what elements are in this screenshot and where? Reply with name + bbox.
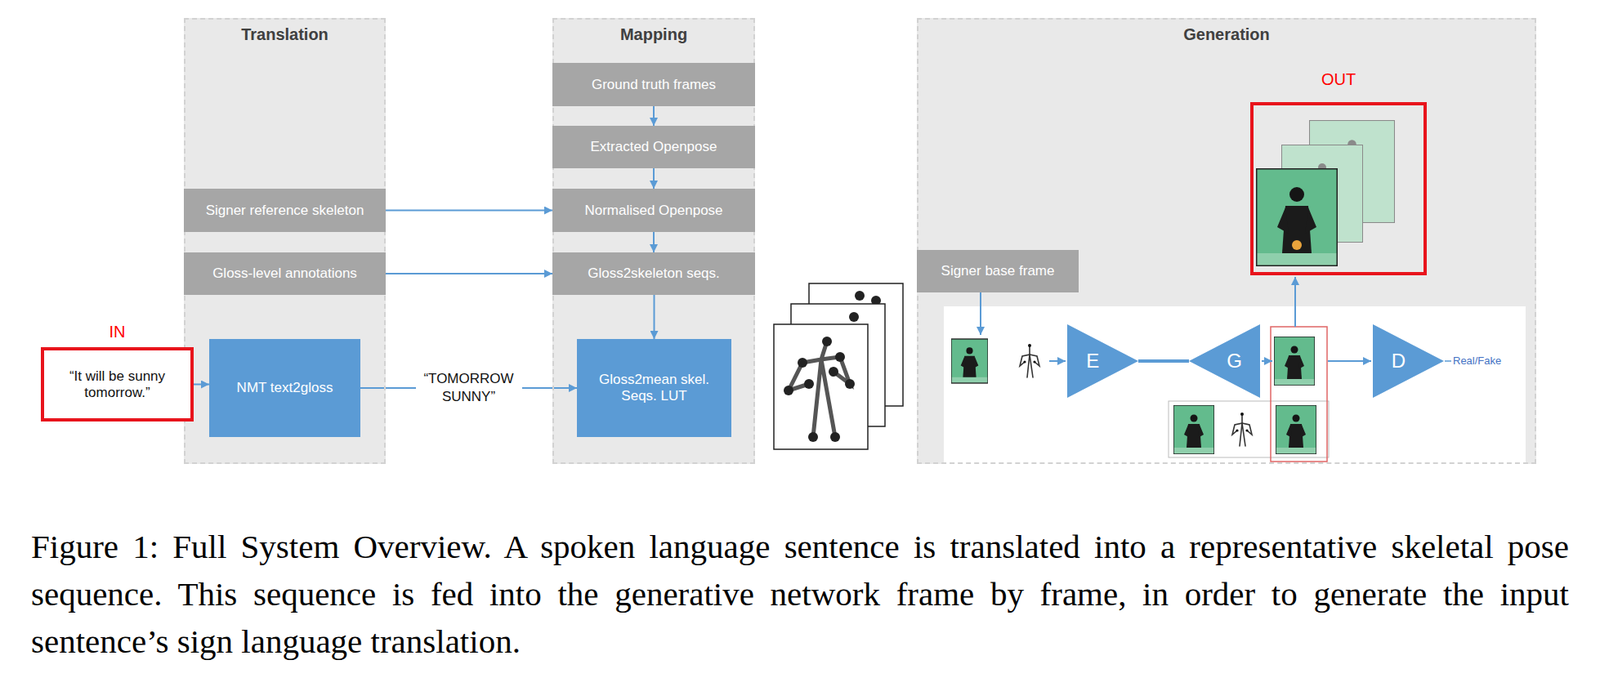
skeleton-stack-part-part <box>783 385 794 396</box>
output-label: Real/Fake <box>1452 354 1502 368</box>
flow-arrow <box>385 210 553 212</box>
box-label: Gloss-level annotations <box>212 265 358 282</box>
skeleton-stack-part-part <box>822 336 832 347</box>
io-heading: IN <box>40 316 194 348</box>
gan-frames-part <box>1173 405 1215 455</box>
panel-grounds-part <box>183 17 386 465</box>
stage-panel: GenerationSigner base frame OUT E G D <box>916 17 1537 465</box>
io-frame <box>1250 102 1427 276</box>
box-label: E <box>1086 349 1100 373</box>
gan-arrows-part <box>1444 360 1452 363</box>
box-label: D <box>1391 349 1406 373</box>
box-label: Gloss2mean skel. Seqs. LUT <box>583 371 725 405</box>
gan-frames-part <box>1273 336 1315 386</box>
module-box: Gloss2mean skel. Seqs. LUT <box>576 339 732 438</box>
skeleton-stack-part <box>849 312 859 322</box>
gan-frames-part <box>1225 405 1259 455</box>
skeleton-stack-part-part <box>830 432 841 443</box>
box-label: Signer base frame <box>941 263 1055 280</box>
network-block: G <box>1188 324 1261 398</box>
box-label: Extracted Openpose <box>590 138 718 156</box>
output-box: OUT <box>1250 56 1427 276</box>
flow-arrow <box>652 232 655 253</box>
gan-arrows-part <box>1261 360 1273 363</box>
process-box: Gloss-level annotations <box>183 252 386 295</box>
skeleton-stack-part-part <box>835 352 845 363</box>
triangle-fill <box>1372 324 1444 398</box>
gan-arrows-part <box>1327 360 1372 363</box>
triangle-shape <box>1372 324 1444 398</box>
process-box: Normalised Openpose <box>552 188 756 233</box>
box-label: NMT text2gloss <box>236 379 334 397</box>
gan-frames <box>951 326 1329 462</box>
skeleton-stack-part-part <box>808 432 818 443</box>
output-frames-part <box>1291 240 1302 251</box>
input-sentence: “It will be sunny tomorrow.” <box>50 368 184 402</box>
gan-frames-part <box>951 339 988 384</box>
skeleton-stack-part-part <box>804 379 814 389</box>
flow-arrow <box>652 106 655 126</box>
network-block: E <box>1067 324 1139 398</box>
flow-arrow <box>385 272 553 275</box>
process-box: Gloss2skeleton seqs. <box>552 252 756 295</box>
triangle-fill <box>1067 324 1139 398</box>
gloss-text: “TOMORROW SUNNY” <box>420 370 519 407</box>
triangle-fill <box>1188 324 1261 398</box>
box-label: Gloss2skeleton seqs. <box>587 265 720 282</box>
stage-panel: TranslationSigner reference skeletonGlos… <box>183 17 386 465</box>
panel-grounds-part <box>943 306 1526 465</box>
skeleton-stack-part <box>773 324 868 450</box>
skeleton-stack-part <box>783 336 855 443</box>
flow-arrow <box>193 384 210 386</box>
process-box: Extracted Openpose <box>552 125 756 169</box>
figure-caption: Figure 1: Full System Overview. A spoken… <box>31 527 1569 661</box>
network-block: D <box>1372 324 1444 398</box>
triangle-shape <box>1188 324 1261 398</box>
module-box: NMT text2gloss <box>209 339 361 438</box>
box-label: G <box>1226 349 1243 373</box>
flow-arrow <box>653 294 656 340</box>
io-heading: OUT <box>1250 56 1427 103</box>
gan-frames-part <box>1013 336 1046 386</box>
flow-arrow <box>1138 359 1189 363</box>
skeleton-stack-part-part <box>797 357 808 368</box>
skeleton-stack-part <box>854 290 865 301</box>
panel-grounds-part <box>916 17 1537 465</box>
flow-arrow <box>652 168 655 189</box>
gan-frames-part <box>1270 326 1328 462</box>
gan-arrows-part <box>1049 360 1066 363</box>
skeleton-stack <box>773 283 903 450</box>
skeleton-stack-part <box>788 341 850 438</box>
process-box: Signer base frame <box>916 250 1079 293</box>
caption-block: Figure 1: Full System Overview. A spoken… <box>31 522 1569 666</box>
panel-title: Translation <box>241 25 329 45</box>
output-frames-part <box>1255 168 1338 267</box>
label-holder: Real/Fake <box>1452 354 1502 368</box>
gan-arrows-part <box>1294 277 1297 327</box>
panel-title: Generation <box>1183 25 1270 45</box>
process-box: Signer reference skeleton <box>183 188 386 233</box>
panel-grounds <box>183 17 1537 465</box>
skeleton-stack-part-part <box>828 366 839 377</box>
process-box: Ground truth frames <box>552 62 756 107</box>
input-box: IN “It will be sunny tomorrow.” <box>40 316 194 422</box>
stage-panel: MappingGround truth framesExtracted Open… <box>552 17 756 465</box>
panel-grounds-part <box>552 17 756 465</box>
skeleton-stack-part-part <box>844 379 855 389</box>
gan-frames-part <box>1275 405 1317 455</box>
box-label: Signer reference skeleton <box>205 202 365 219</box>
gan-frames-part <box>1168 401 1329 458</box>
io-frame: “It will be sunny tomorrow.” <box>40 347 194 422</box>
box-label: Normalised Openpose <box>584 202 723 219</box>
triangle-shape <box>1067 324 1139 398</box>
edge-label-patch: “TOMORROW SUNNY” <box>415 368 523 408</box>
box-label: Ground truth frames <box>591 76 716 94</box>
panel-title: Mapping <box>620 25 688 45</box>
output-frames <box>1255 120 1395 267</box>
gan-arrows-part <box>979 292 982 336</box>
